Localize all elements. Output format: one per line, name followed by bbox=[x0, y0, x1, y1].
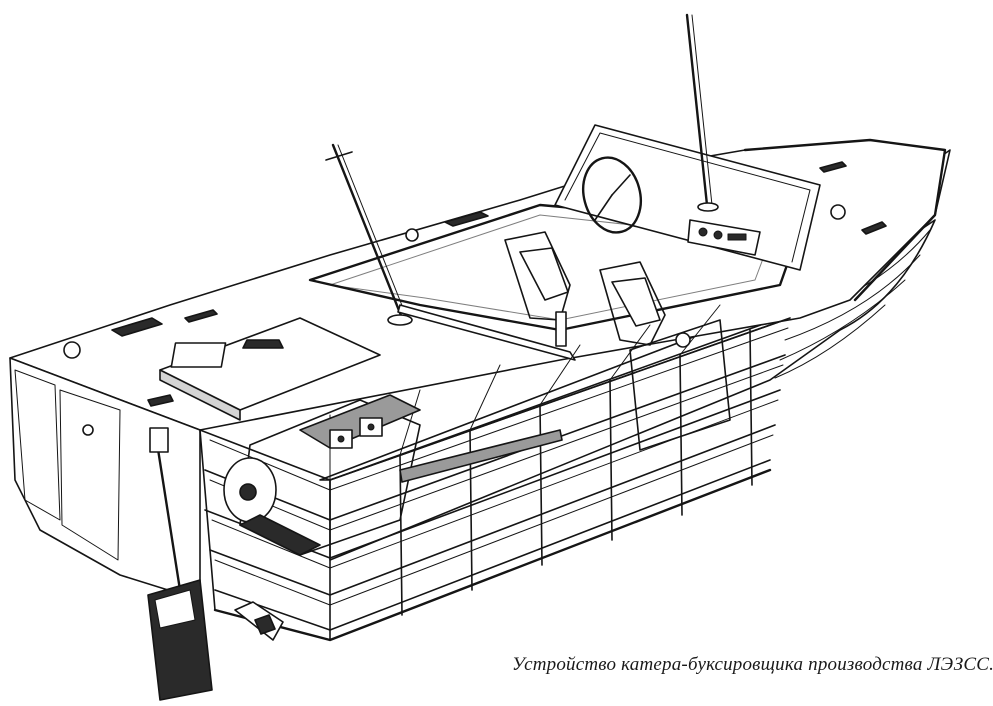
figure-caption: Устройство катера-буксировщика производс… bbox=[512, 654, 993, 675]
bow-edge bbox=[743, 138, 947, 302]
tow-post bbox=[555, 311, 567, 347]
flag-pole-cross bbox=[325, 151, 353, 161]
seat-left-cushion bbox=[519, 247, 569, 301]
pole-base-front bbox=[697, 202, 719, 212]
bow-cleat-2 bbox=[861, 221, 887, 235]
deck-rail bbox=[397, 304, 576, 361]
transom-bolt bbox=[82, 424, 94, 436]
wheel-spoke-2 bbox=[594, 194, 613, 221]
vent-box bbox=[170, 342, 227, 368]
wheel-spoke bbox=[611, 174, 631, 196]
engine-bolt-1 bbox=[337, 435, 345, 443]
seat-right-cushion bbox=[611, 277, 661, 327]
engine-bolt-2 bbox=[367, 423, 375, 431]
gauge-3 bbox=[727, 233, 747, 241]
propeller-hub bbox=[254, 614, 276, 635]
gauge-1 bbox=[698, 227, 708, 237]
gauge-2 bbox=[713, 230, 723, 240]
bow-cleat-1 bbox=[819, 161, 847, 173]
steering-wheel bbox=[582, 156, 642, 234]
transom-shade-2 bbox=[59, 389, 121, 561]
rudder-blade-highlight bbox=[154, 589, 196, 629]
windshield-inner bbox=[564, 132, 811, 263]
flag-pole-front bbox=[685, 13, 709, 207]
drive-shaft bbox=[399, 429, 563, 483]
rear-vent-grille bbox=[111, 317, 163, 337]
pole-base-rear bbox=[387, 314, 413, 326]
fuel-cap bbox=[63, 341, 81, 359]
rear-cleat bbox=[184, 309, 218, 323]
transom-shade bbox=[14, 369, 61, 521]
flywheel-hub bbox=[239, 483, 257, 501]
vent-top bbox=[242, 339, 284, 349]
seat-left bbox=[504, 231, 571, 321]
engine-base bbox=[239, 514, 321, 556]
seat-right bbox=[599, 261, 666, 346]
tank-cap bbox=[675, 332, 691, 348]
stern-cleat bbox=[147, 394, 174, 407]
flag-pole-rear bbox=[331, 143, 404, 320]
rudder-stock bbox=[153, 428, 182, 592]
rudder-bracket bbox=[149, 427, 169, 453]
fuel-tank bbox=[629, 319, 731, 451]
flag-pole-rear-2 bbox=[337, 144, 408, 319]
deck-hatch-small bbox=[444, 211, 489, 227]
cockpit-floor bbox=[329, 214, 771, 321]
engine-hatch-side bbox=[159, 369, 241, 421]
bow-fitting bbox=[830, 204, 846, 220]
deck-screw bbox=[405, 228, 419, 242]
flag-pole-front-2 bbox=[691, 14, 713, 206]
